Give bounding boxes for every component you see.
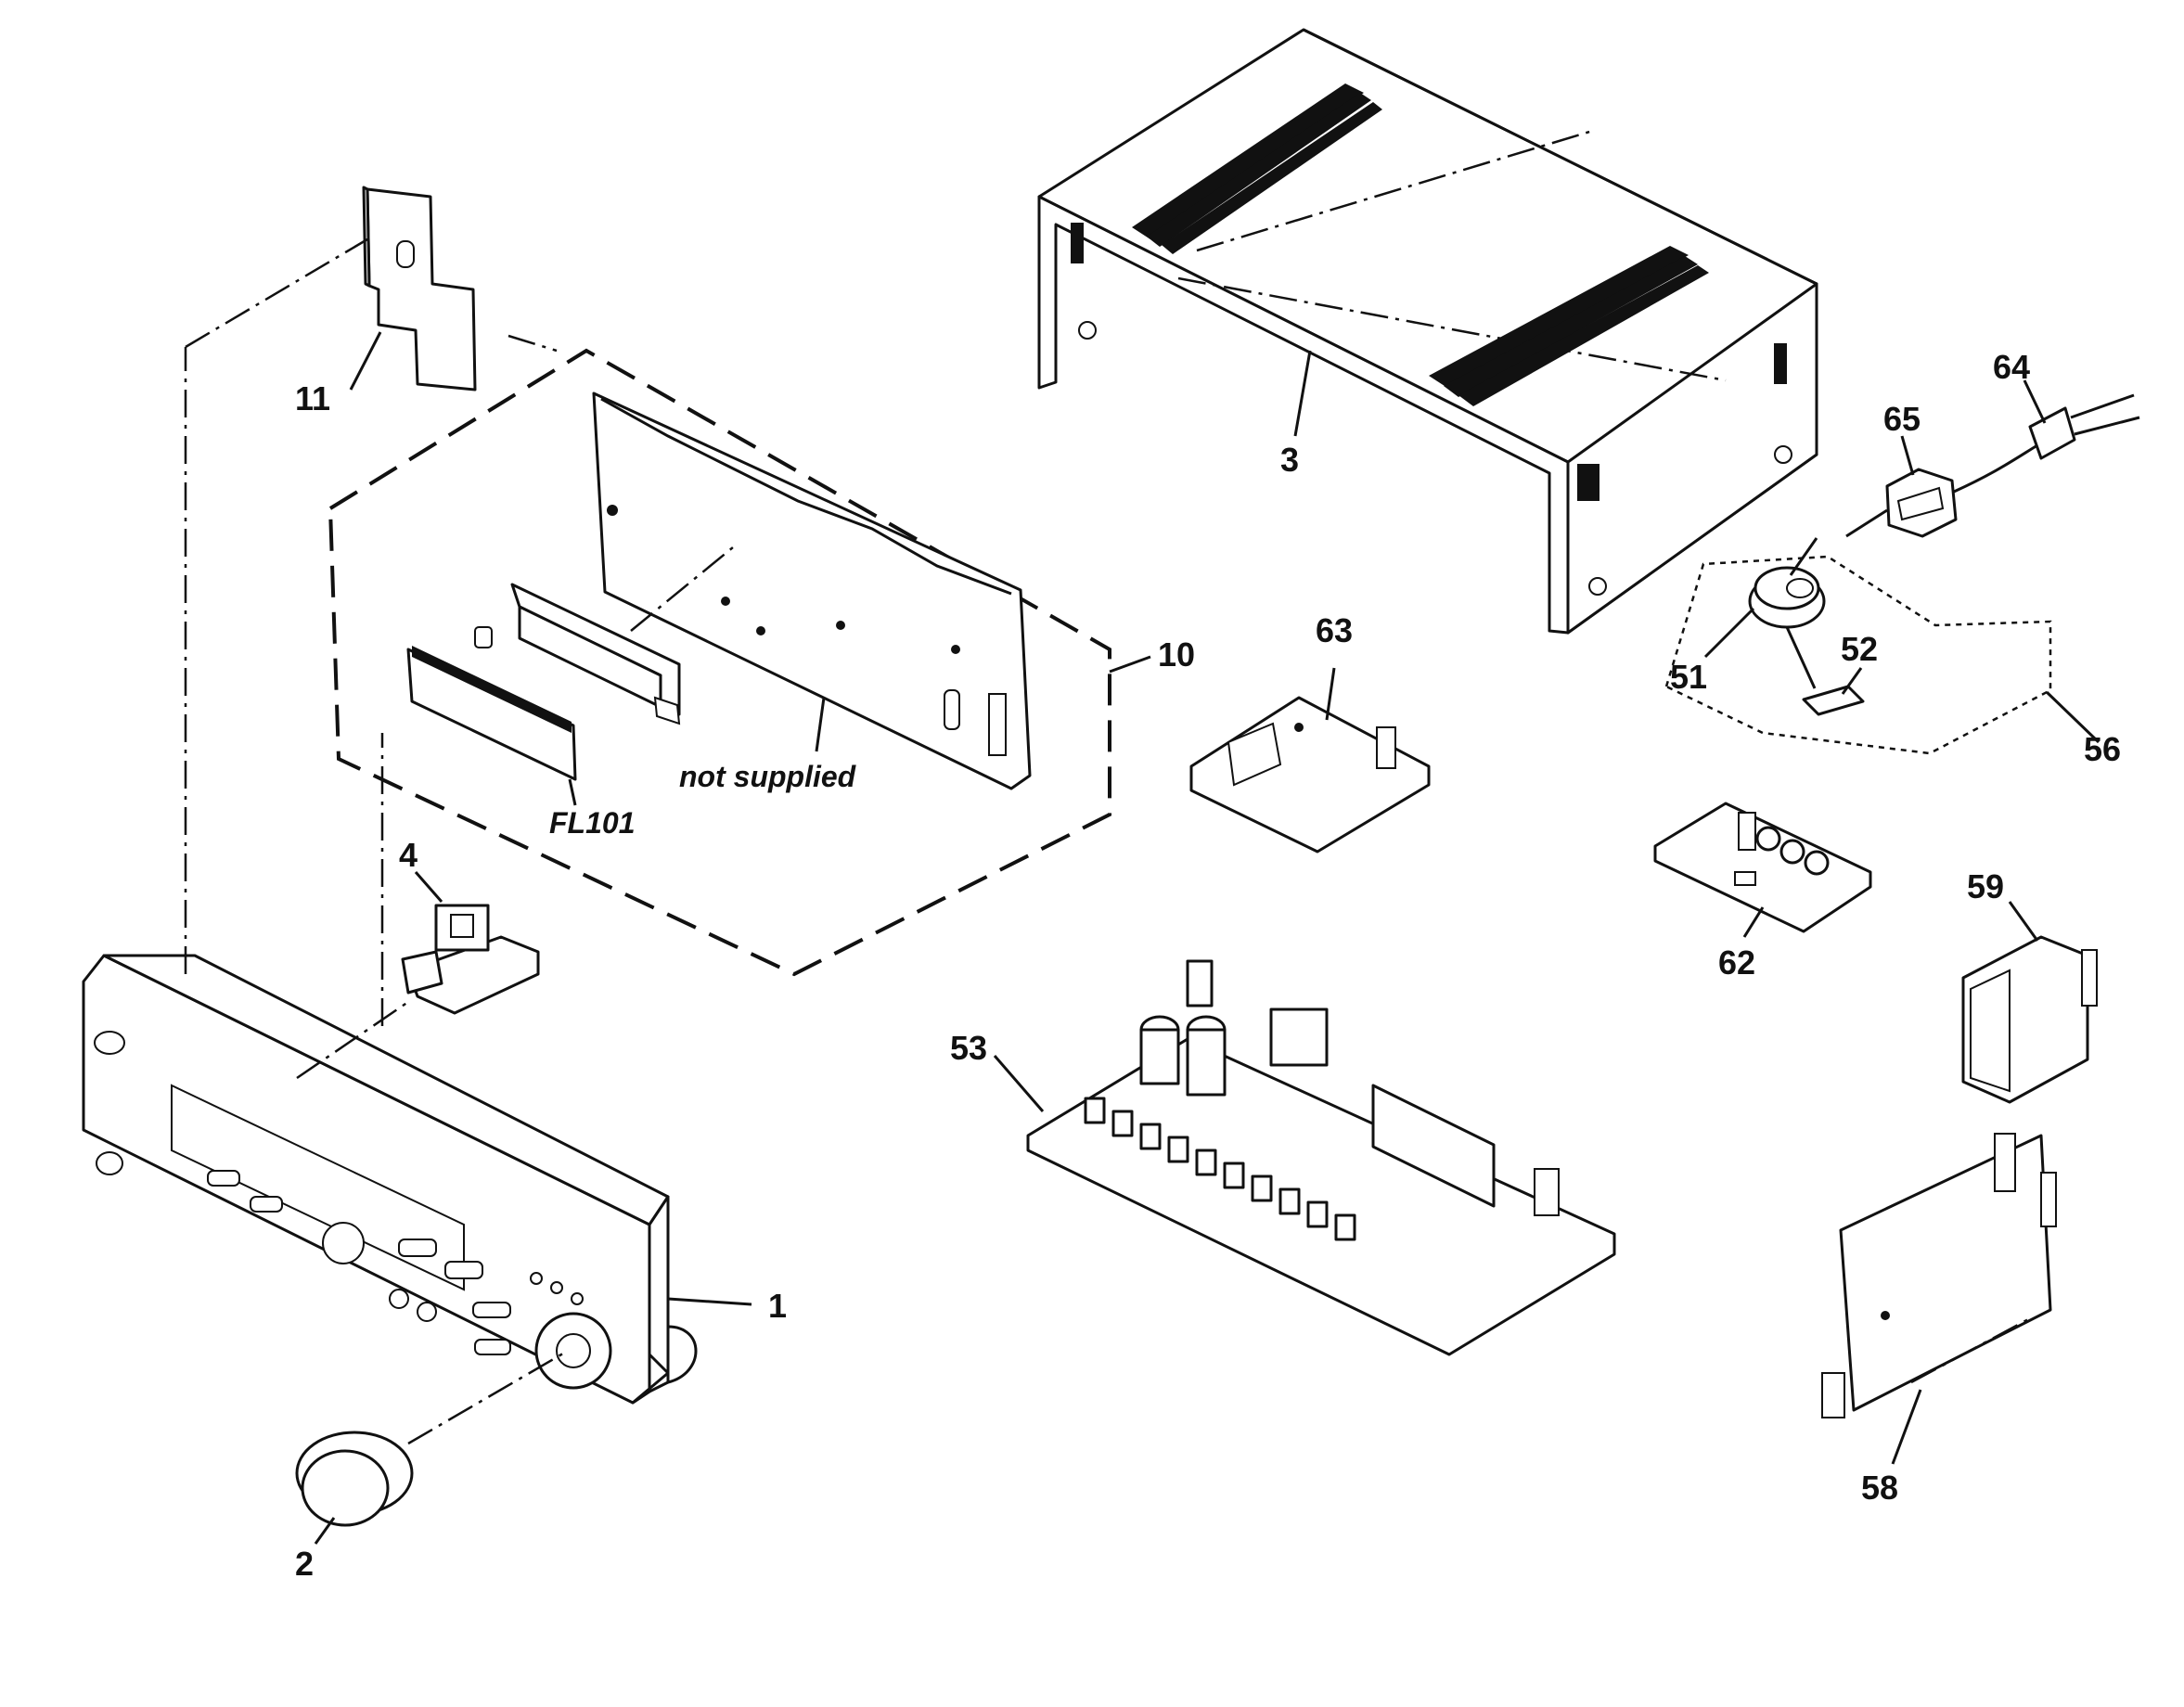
part-59-module <box>1961 901 2098 1104</box>
part-52-clip <box>1802 667 1865 716</box>
callout-63: 63 <box>1316 611 1353 649</box>
callout-52: 52 <box>1841 630 1878 668</box>
part-51-ferrite-core <box>1703 566 1826 659</box>
callout-2: 2 <box>295 1545 314 1583</box>
annotation-fl101: FL101 <box>549 806 635 840</box>
callout-62: 62 <box>1718 943 1755 982</box>
callout-58: 58 <box>1861 1469 1898 1507</box>
transistor-row <box>1084 1097 1356 1241</box>
callout-53: 53 <box>950 1029 987 1067</box>
part-53-main-pcb <box>993 959 1616 1356</box>
callout-51: 51 <box>1670 658 1707 696</box>
part-65-strain-relief <box>1845 435 1958 538</box>
callout-1: 1 <box>768 1287 787 1325</box>
part-1-front-panel <box>82 954 752 1405</box>
display-mount <box>474 626 681 725</box>
callout-10: 10 <box>1158 635 1195 674</box>
part-3-top-cover <box>1037 28 1818 635</box>
callout-64: 64 <box>1993 348 2030 386</box>
part-63-small-board <box>1189 667 1431 854</box>
callout-4: 4 <box>399 836 418 874</box>
part-4-jack-board <box>401 871 540 1015</box>
part-2-knob <box>295 1349 569 1545</box>
callout-3: 3 <box>1280 441 1299 479</box>
part-58-vertical-board <box>1821 1133 2057 1465</box>
annotation-not-supplied: not supplied <box>679 760 857 793</box>
part-64-power-plug <box>1953 379 2140 494</box>
vent-slots-right <box>1429 246 1709 406</box>
callout-65: 65 <box>1883 400 1921 438</box>
part-56-power-group <box>1664 537 2100 755</box>
part-62-input-board <box>1653 802 1872 938</box>
callout-11: 11 <box>295 379 330 417</box>
callout-56: 56 <box>2084 730 2121 768</box>
display-pcb-not-supplied <box>592 391 1032 790</box>
vent-slots-left <box>1132 83 1382 254</box>
callout-59: 59 <box>1967 867 2004 905</box>
part-10-display-group <box>328 348 1151 977</box>
part-11-bracket <box>349 186 477 391</box>
part-fl101-display-tube <box>406 583 681 806</box>
